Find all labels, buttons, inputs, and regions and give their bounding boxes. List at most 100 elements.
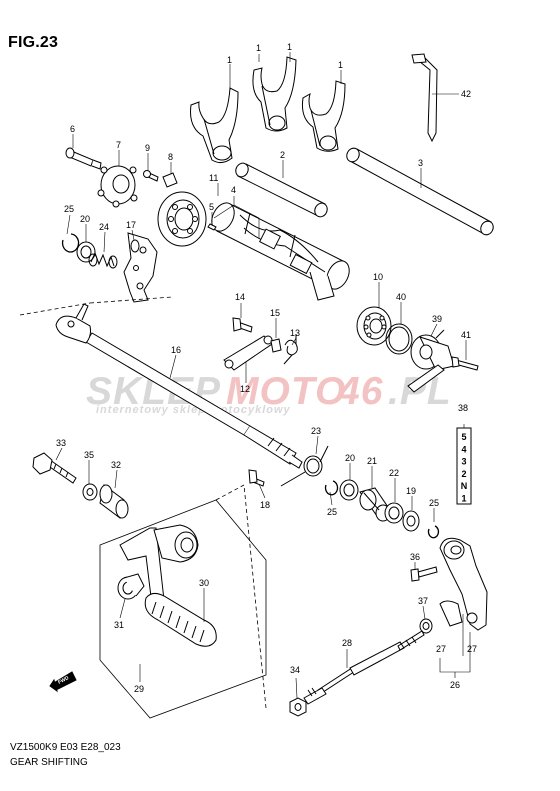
return-spring-23 (280, 445, 329, 487)
label-27b: 27 (467, 644, 477, 654)
bolt-41 (451, 356, 479, 371)
circlip-25c (427, 525, 440, 539)
label-20b: 20 (345, 453, 355, 463)
watermark-tagline: internetowy sklep motocyklowy (96, 404, 291, 416)
bolt-18 (248, 469, 265, 487)
gear-position-3: 3 (461, 457, 466, 467)
label-31: 31 (114, 620, 124, 630)
pin-15 (270, 338, 282, 353)
label-9: 9 (145, 143, 150, 153)
bolt-9 (143, 170, 159, 182)
pin-8 (162, 172, 178, 188)
label-6: 6 (70, 124, 75, 134)
label-20a: 20 (80, 214, 90, 224)
label-11: 11 (209, 173, 218, 183)
stopper-plate-17 (123, 232, 158, 303)
model-code: VZ1500K9 E03 E28_023 (10, 742, 121, 753)
label-28: 28 (342, 638, 352, 648)
pin-42 (411, 53, 438, 143)
label-22: 22 (389, 468, 399, 478)
fork-shaft-3 (346, 147, 494, 236)
gear-position-1: 1 (461, 494, 466, 504)
label-25a: 25 (64, 204, 74, 214)
label-29: 29 (134, 684, 144, 694)
watermark-brand-part4: .PL (388, 370, 452, 413)
washer-20b (339, 479, 359, 501)
label-41: 41 (461, 330, 471, 340)
nut-37 (419, 618, 433, 634)
bolt-36 (410, 566, 438, 582)
label-14: 14 (235, 292, 245, 302)
o-ring-40 (385, 323, 413, 355)
label-17: 17 (126, 220, 136, 230)
bearing-11 (157, 191, 207, 247)
label-25c: 25 (429, 498, 439, 508)
label-1a: 1 (227, 55, 232, 65)
forward-marker-text: FWD (57, 675, 70, 686)
watermark: SKLEP MOTO 46 .PL internetowy sklep moto… (86, 370, 452, 416)
label-16: 16 (171, 345, 181, 355)
gear-position-2: 2 (461, 469, 466, 479)
shift-fork-1b (252, 56, 297, 132)
shift-drum-4 (211, 202, 350, 301)
label-12: 12 (240, 384, 250, 394)
label-1c: 1 (287, 42, 292, 52)
circlip-25b (324, 480, 339, 496)
figure-title: FIG.23 (8, 34, 59, 51)
pawl-12 (223, 335, 273, 371)
section-title: GEAR SHIFTING (10, 757, 88, 768)
bearing-10 (356, 306, 392, 346)
gear-position-n: N (461, 481, 468, 491)
bolt-6 (65, 147, 102, 170)
oil-seal-22 (384, 502, 404, 524)
spring-24 (88, 251, 118, 269)
leader-lines (55, 52, 471, 699)
part-number-labels: 1 1 1 1 2 3 4 5 6 7 8 9 10 11 12 13 14 1… (56, 42, 477, 694)
gearshift-arm-27 (439, 537, 488, 631)
label-37: 37 (418, 596, 428, 606)
gear-position-switch-39 (407, 329, 455, 393)
label-23: 23 (311, 426, 321, 436)
washer-35 (82, 483, 98, 501)
label-34: 34 (290, 665, 300, 675)
label-7: 7 (116, 140, 121, 150)
shift-fork-1a (190, 87, 239, 164)
label-32: 32 (111, 460, 121, 470)
circlip-25a (61, 233, 80, 253)
label-8: 8 (168, 152, 173, 162)
spring-13 (283, 334, 298, 365)
dashed-link-16 (19, 296, 173, 316)
label-15: 15 (270, 308, 280, 318)
stopper-cam-7 (97, 165, 138, 208)
label-38: 38 (458, 403, 468, 413)
label-40: 40 (396, 292, 406, 302)
label-36: 36 (410, 552, 420, 562)
label-13: 13 (290, 328, 300, 338)
washer-19 (402, 510, 420, 532)
foot-peg-rubber-30 (144, 592, 217, 647)
label-3: 3 (418, 158, 423, 168)
label-4: 4 (231, 185, 236, 195)
bush-32 (99, 484, 129, 519)
label-18: 18 (260, 500, 270, 510)
shift-fork-1c (302, 80, 346, 152)
label-30: 30 (199, 578, 209, 588)
bolt-14 (232, 317, 253, 333)
pin-5 (207, 223, 217, 231)
fork-shaft-2 (235, 162, 328, 218)
label-27a: 27 (436, 644, 446, 654)
label-1d: 1 (338, 60, 343, 70)
bearing-21 (359, 487, 391, 522)
label-26: 26 (450, 680, 460, 690)
forward-direction-marker: FWD (49, 671, 77, 693)
label-19: 19 (406, 486, 416, 496)
label-1b: 1 (256, 43, 261, 53)
watermark-brand-part3: 46 (337, 370, 383, 413)
label-35: 35 (84, 450, 94, 460)
label-5: 5 (209, 202, 214, 212)
dashed-link-29 (215, 484, 267, 709)
label-21: 21 (367, 456, 377, 466)
